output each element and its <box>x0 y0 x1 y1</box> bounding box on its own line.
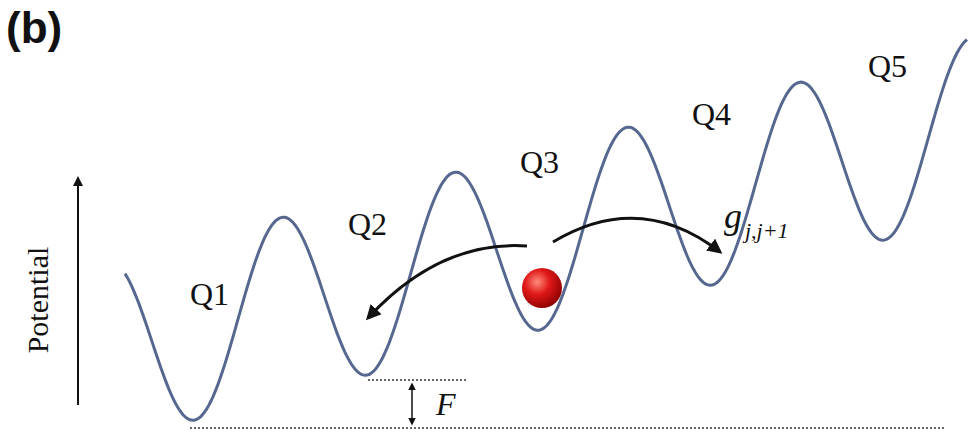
hop-arrow <box>368 246 527 318</box>
coupling-subscript: j,j+1 <box>745 220 789 242</box>
particle <box>522 268 562 308</box>
offset-label: F <box>436 388 456 420</box>
well-label: Q3 <box>520 146 559 178</box>
hop-arrow <box>553 218 720 252</box>
offset-arrow <box>411 384 413 424</box>
baseline <box>190 427 945 429</box>
well-label: Q4 <box>692 98 731 130</box>
well-label: Q2 <box>348 208 387 240</box>
potential-curve <box>125 40 967 421</box>
panel-label: (b) <box>6 6 62 50</box>
axis-title: Potential <box>23 247 53 354</box>
coupling-symbol: g <box>724 198 742 234</box>
axis-arrow <box>77 178 79 405</box>
well-label: Q1 <box>190 278 229 310</box>
level-line <box>368 379 466 381</box>
well-label: Q5 <box>868 50 907 82</box>
